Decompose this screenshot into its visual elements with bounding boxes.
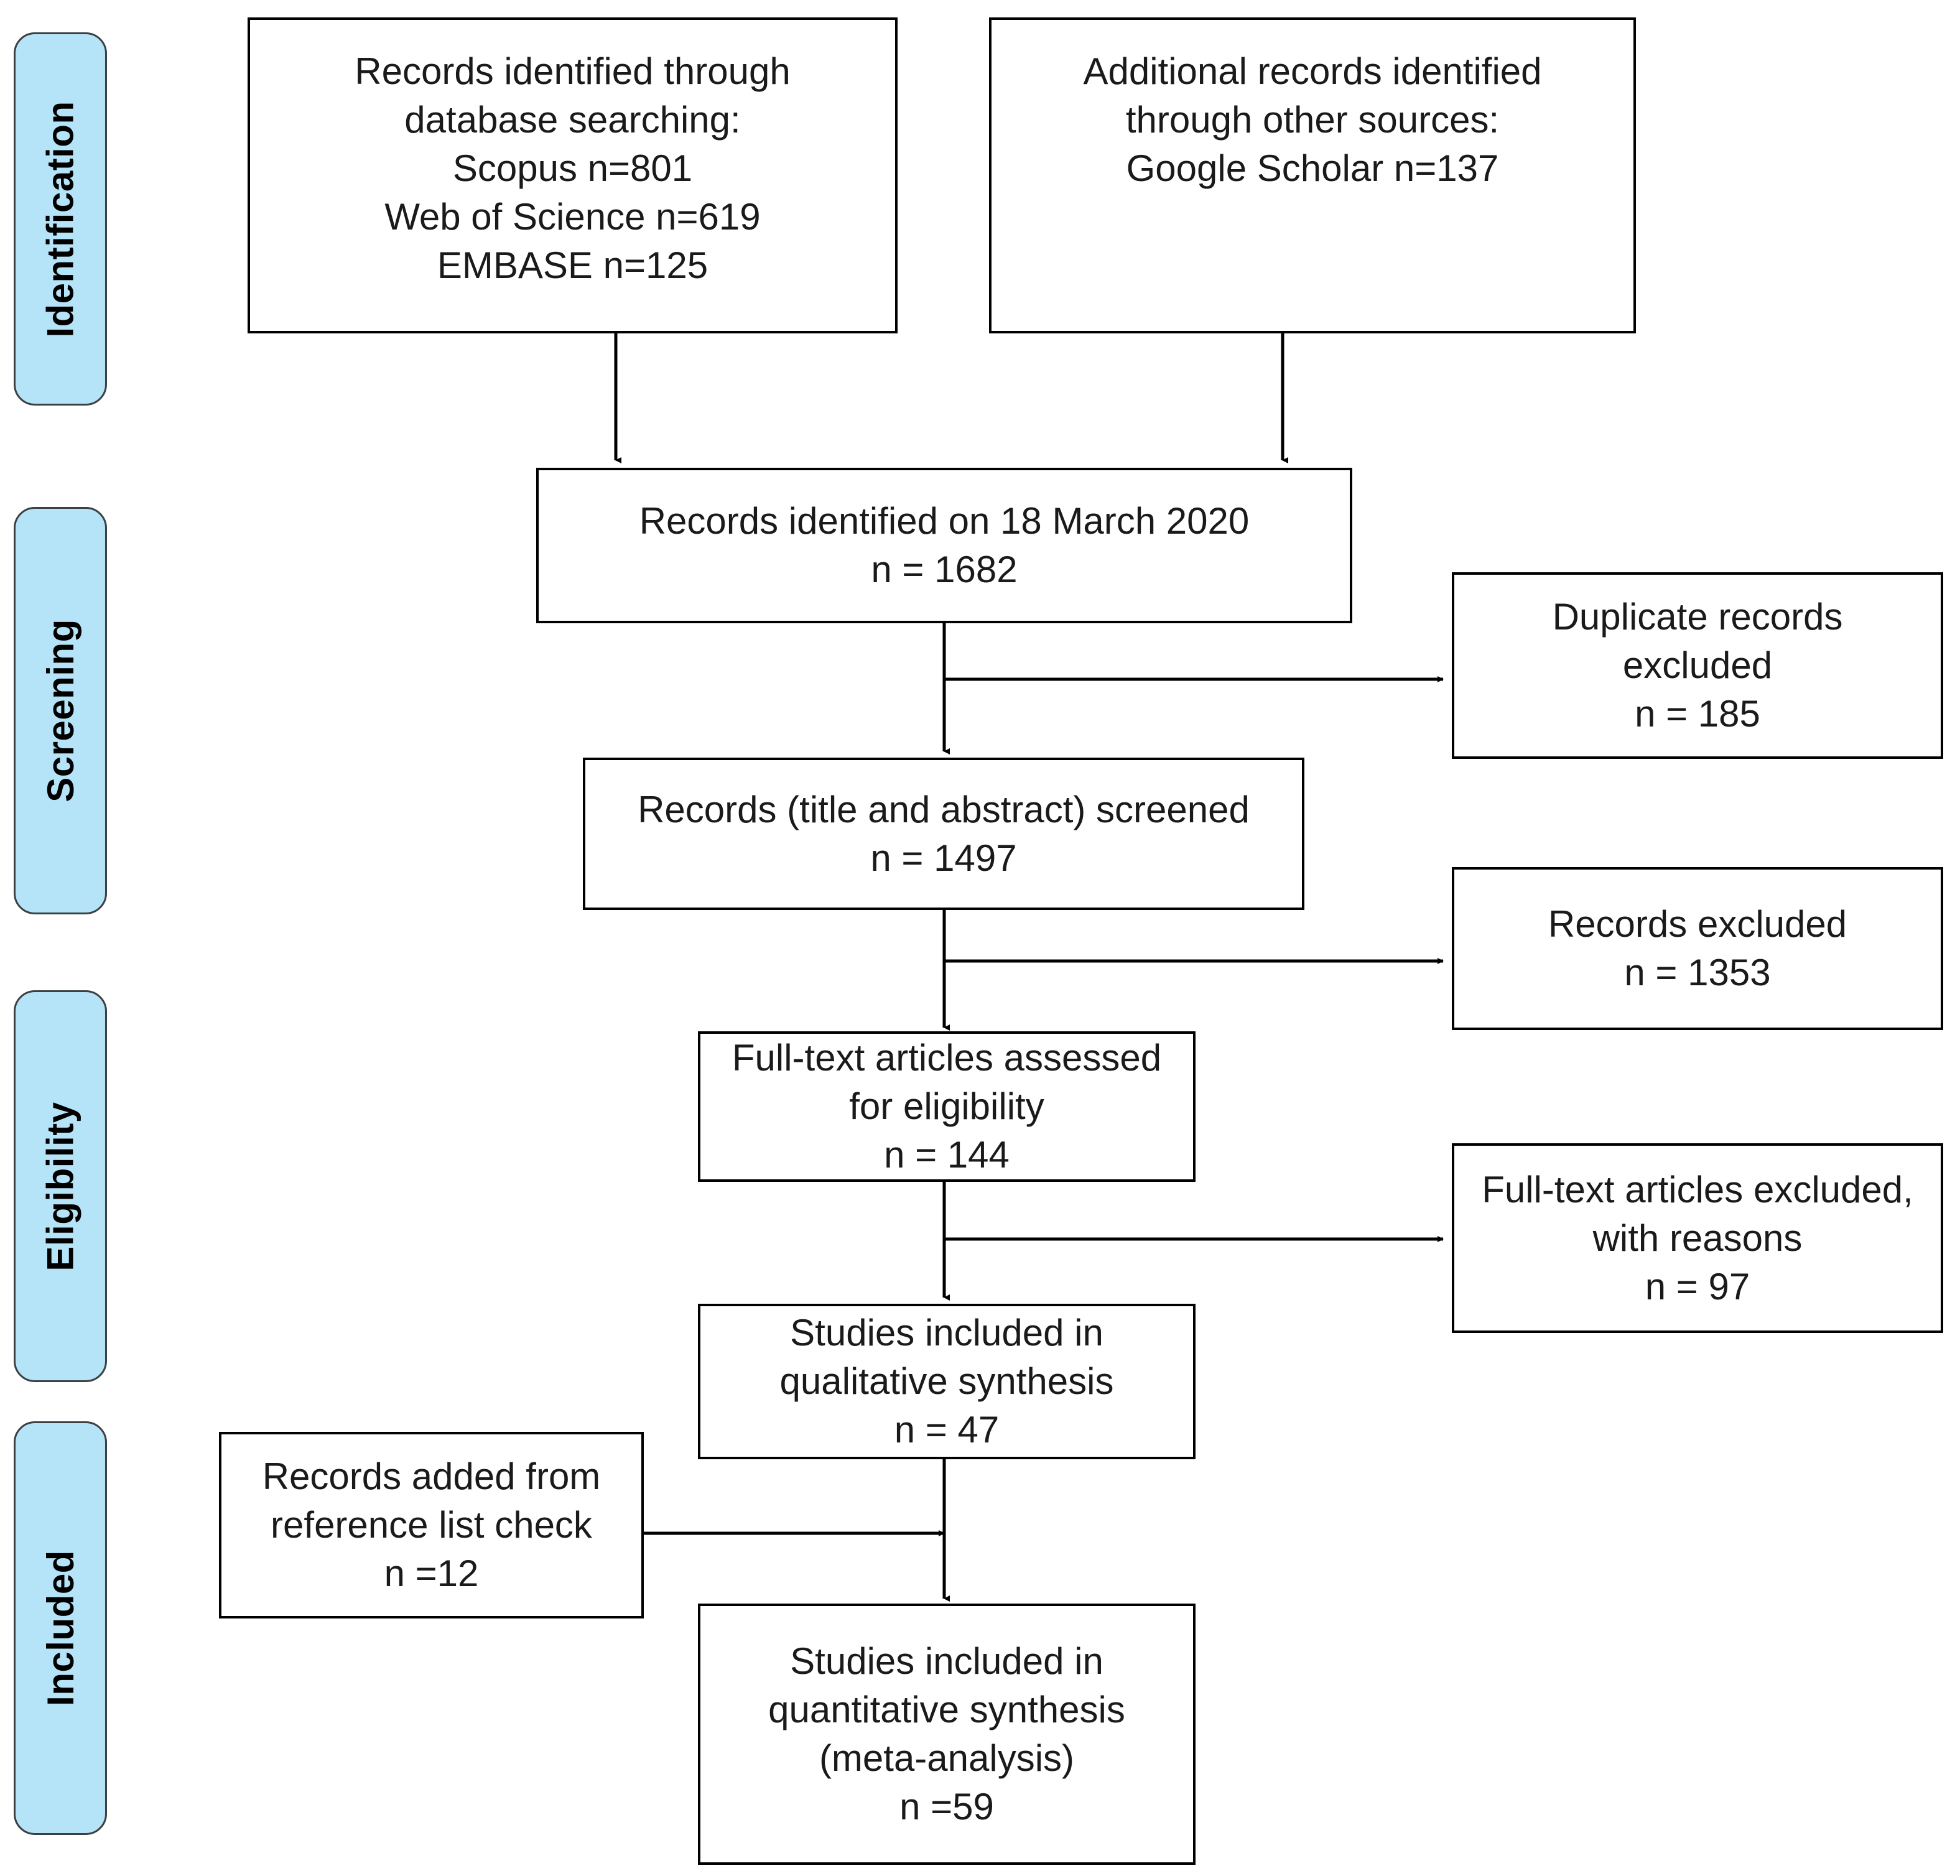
node-records-excluded-line-2: n = 1353 — [1624, 952, 1771, 993]
node-duplicates-excluded-line-1: Duplicate records — [1552, 596, 1843, 638]
node-records-identified[interactable]: Records identified on 18 March 2020 n = … — [536, 468, 1352, 623]
node-qualitative-synthesis-line-3: n = 47 — [894, 1409, 1000, 1451]
node-other-sources-line-3: Google Scholar n=137 — [1126, 147, 1499, 189]
node-reference-list-check-line-3: n =12 — [384, 1553, 479, 1594]
node-records-screened[interactable]: Records (title and abstract) screened n … — [583, 758, 1304, 910]
node-other-sources-line-2: through other sources: — [1125, 99, 1500, 141]
stage-tab-eligibility-label: Eligibility — [39, 1101, 81, 1271]
stage-tab-screening[interactable]: Screening — [14, 507, 107, 914]
node-database-search-line-5: EMBASE n=125 — [437, 244, 708, 286]
node-records-excluded-line-1: Records excluded — [1548, 903, 1847, 945]
node-reference-list-check[interactable]: Records added from reference list check … — [219, 1432, 644, 1618]
node-fulltext-excluded-line-3: n = 97 — [1645, 1265, 1750, 1307]
node-database-search-line-4: Web of Science n=619 — [384, 196, 761, 238]
node-records-excluded[interactable]: Records excluded n = 1353 — [1452, 867, 1943, 1030]
node-database-search-line-2: database searching: — [404, 99, 741, 141]
node-fulltext-excluded-line-2: with reasons — [1592, 1217, 1803, 1259]
node-fulltext-assessed-line-3: n = 144 — [884, 1134, 1010, 1176]
node-records-screened-line-1: Records (title and abstract) screened — [638, 788, 1250, 830]
node-records-screened-line-2: n = 1497 — [870, 837, 1017, 879]
stage-tab-included[interactable]: Included — [14, 1421, 107, 1835]
node-other-sources-line-1: Additional records identified — [1083, 50, 1542, 92]
node-quantitative-synthesis[interactable]: Studies included in quantitative synthes… — [698, 1604, 1196, 1865]
stage-tab-identification-label: Identification — [39, 100, 81, 338]
node-quantitative-synthesis-line-3: (meta-analysis) — [819, 1737, 1075, 1779]
stage-tab-eligibility[interactable]: Eligibility — [14, 990, 107, 1382]
node-database-search[interactable]: Records identified through database sear… — [248, 17, 898, 333]
node-fulltext-assessed-line-1: Full-text articles assessed — [732, 1037, 1162, 1079]
stage-tab-included-label: Included — [39, 1550, 81, 1706]
node-records-identified-line-2: n = 1682 — [871, 549, 1018, 590]
node-quantitative-synthesis-line-4: n =59 — [899, 1786, 994, 1827]
node-qualitative-synthesis-line-1: Studies included in — [790, 1312, 1103, 1354]
stage-tab-identification[interactable]: Identification — [14, 32, 107, 406]
node-reference-list-check-line-2: reference list check — [271, 1504, 592, 1546]
node-quantitative-synthesis-line-1: Studies included in — [790, 1640, 1103, 1682]
node-records-identified-line-1: Records identified on 18 March 2020 — [639, 500, 1250, 542]
stage-tab-screening-label: Screening — [39, 619, 81, 802]
node-reference-list-check-line-1: Records added from — [262, 1456, 601, 1497]
node-other-sources[interactable]: Additional records identified through ot… — [989, 17, 1636, 333]
node-database-search-line-1: Records identified through — [355, 50, 791, 92]
node-fulltext-excluded[interactable]: Full-text articles excluded, with reason… — [1452, 1143, 1943, 1333]
node-qualitative-synthesis-line-2: qualitative synthesis — [779, 1360, 1114, 1402]
node-fulltext-excluded-line-1: Full-text articles excluded, — [1482, 1168, 1913, 1210]
node-database-search-line-3: Scopus n=801 — [452, 147, 693, 189]
node-fulltext-assessed-line-2: for eligibility — [849, 1085, 1044, 1127]
node-duplicates-excluded[interactable]: Duplicate records excluded n = 185 — [1452, 572, 1943, 759]
node-duplicates-excluded-line-2: excluded — [1622, 644, 1773, 686]
node-qualitative-synthesis[interactable]: Studies included in qualitative synthesi… — [698, 1304, 1196, 1459]
node-quantitative-synthesis-line-2: quantitative synthesis — [768, 1689, 1125, 1730]
node-duplicates-excluded-line-3: n = 185 — [1635, 693, 1760, 735]
node-fulltext-assessed[interactable]: Full-text articles assessed for eligibil… — [698, 1031, 1196, 1182]
